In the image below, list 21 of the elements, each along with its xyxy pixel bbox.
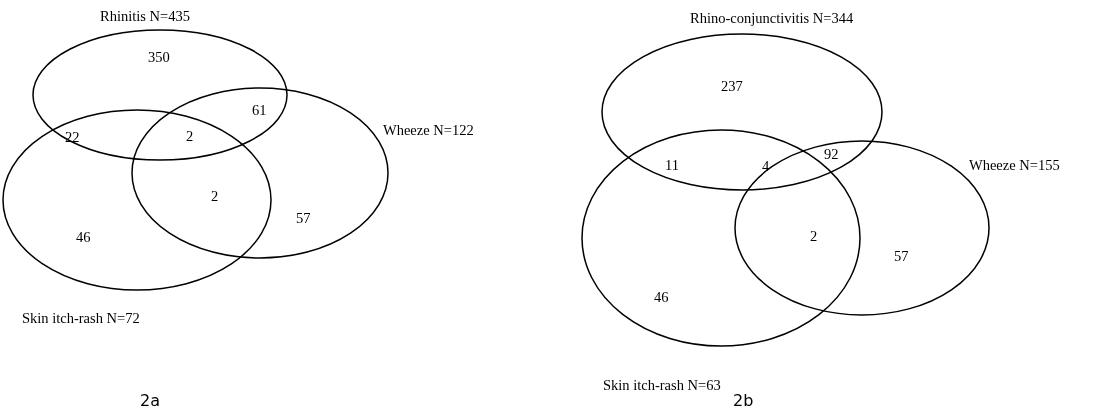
count-label: 11 <box>665 158 679 173</box>
count-label: 61 <box>252 103 267 118</box>
set-label: Wheeze N=155 <box>969 157 1060 174</box>
count-label: 57 <box>894 249 909 264</box>
count-label: 46 <box>654 290 669 305</box>
count-label: 4 <box>762 159 770 174</box>
count-label: 92 <box>824 147 839 162</box>
set-label: Wheeze N=122 <box>383 122 474 139</box>
count-label: 237 <box>721 79 743 94</box>
figure-label: 2b <box>733 393 754 409</box>
count-label: 2 <box>186 129 194 144</box>
figure-label: 2a <box>140 393 160 409</box>
count-label: 2 <box>211 189 219 204</box>
count-label: 46 <box>76 230 91 245</box>
count-label: 57 <box>296 211 311 226</box>
set-label: Skin itch-rash N=63 <box>603 377 721 394</box>
count-label: 2 <box>810 229 818 244</box>
set-label: Rhino-conjunctivitis N=344 <box>690 10 854 27</box>
count-label: 350 <box>148 50 170 65</box>
set-label: Rhinitis N=435 <box>100 8 190 25</box>
set-label: Skin itch-rash N=72 <box>22 310 140 327</box>
